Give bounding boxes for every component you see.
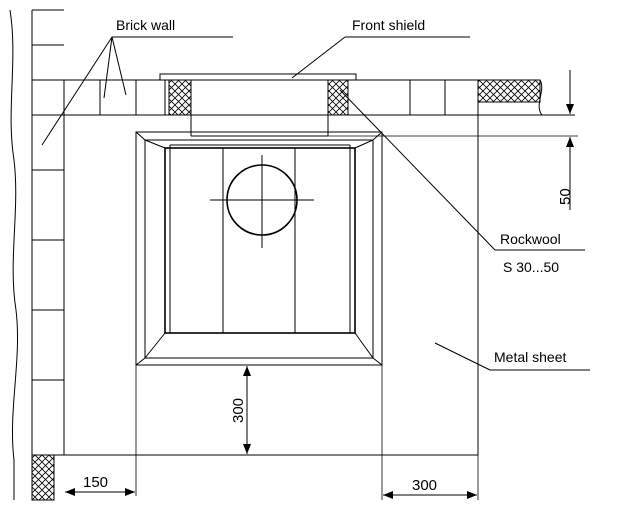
front-shield-label: Front shield bbox=[352, 17, 425, 33]
brick-wall-label: Brick wall bbox=[116, 17, 175, 33]
dimension-top-gap-text: 50 bbox=[557, 188, 574, 205]
dimension-below-stove: 300 bbox=[230, 366, 251, 454]
dimension-right-side: 300 bbox=[383, 477, 477, 499]
dimension-right-side-text: 300 bbox=[412, 477, 437, 494]
metal-sheet bbox=[64, 115, 479, 500]
stove-insert bbox=[135, 131, 383, 366]
label-rockwool: Rockwool S 30...50 bbox=[339, 89, 585, 275]
dimension-left-side: 150 bbox=[65, 474, 135, 496]
label-brick-wall: Brick wall bbox=[41, 17, 233, 146]
rockwool-spec-label: S 30...50 bbox=[503, 259, 559, 275]
dimension-top-gap: 50 bbox=[328, 70, 578, 210]
dimension-left-side-text: 150 bbox=[83, 474, 108, 491]
label-front-shield: Front shield bbox=[291, 17, 470, 79]
front-shield bbox=[159, 73, 357, 137]
dimension-below-stove-text: 300 bbox=[230, 398, 247, 423]
top-brick-wall bbox=[64, 79, 575, 116]
label-metal-sheet: Metal sheet bbox=[434, 342, 590, 371]
rockwool-label: Rockwool bbox=[500, 231, 561, 247]
metal-sheet-label: Metal sheet bbox=[494, 349, 566, 365]
left-brick-wall bbox=[9, 9, 65, 501]
